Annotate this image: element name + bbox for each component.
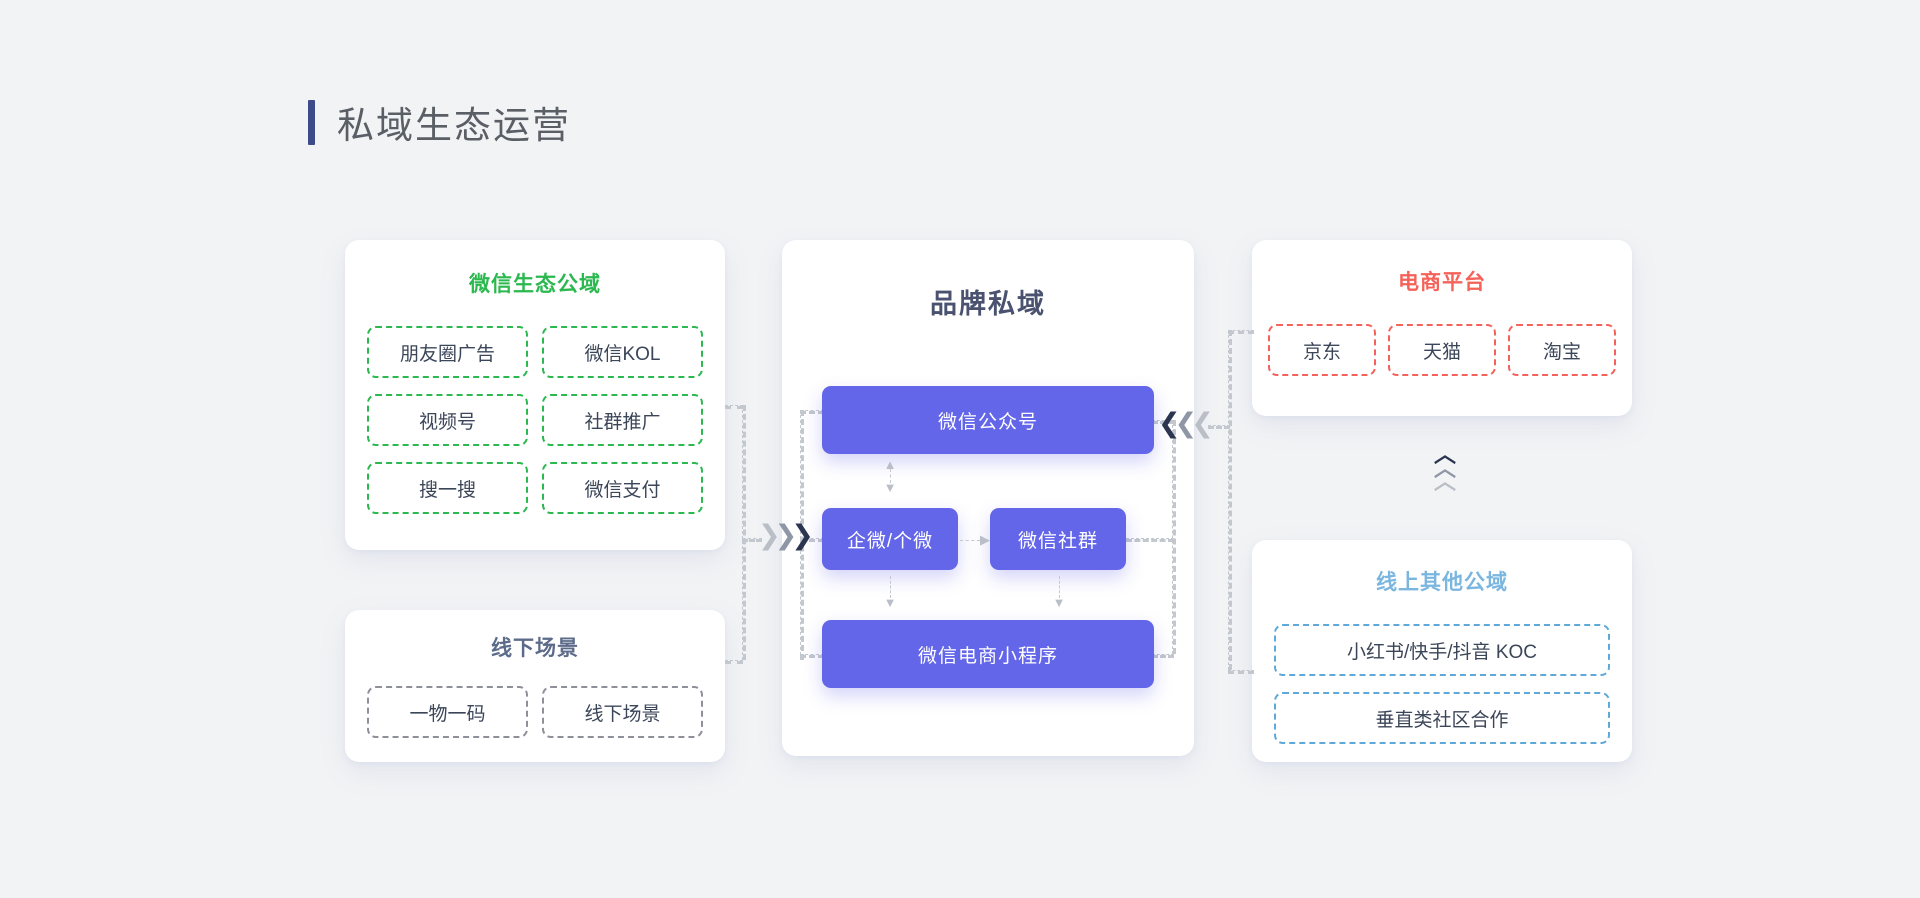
arrow-right-to-center: ❮ ❮ ❮ — [1158, 408, 1214, 438]
card-title-wechat: 微信生态公域 — [469, 273, 601, 296]
tag-wechat-pay[interactable]: 微信支付 — [542, 462, 703, 514]
connector-mp-to-qw: ▲ ▼ — [881, 457, 899, 495]
tag-offline-scene[interactable]: 线下场景 — [542, 686, 703, 738]
ecommerce-tag-grid: 京东 天猫 淘宝 — [1252, 324, 1632, 376]
box-mini-program[interactable]: 微信电商小程序 — [822, 620, 1154, 688]
chevrons-right-icon: ❯ — [791, 520, 813, 550]
left-route-wechat-out — [725, 405, 743, 409]
arrow-right-icon: ▶ — [980, 532, 990, 547]
page-title: 私域生态运营 — [308, 95, 571, 149]
right-route-spine — [1228, 330, 1232, 670]
chevrons-left-icon: ❮ — [1191, 408, 1213, 438]
arrow-down-icon: ▼ — [1052, 595, 1066, 610]
chevrons-right-icon: ❯ — [758, 520, 780, 550]
tag-channels[interactable]: 视频号 — [367, 394, 528, 446]
right-route-to-arrow — [1208, 425, 1230, 429]
offline-tag-grid: 一物一码 线下场景 — [345, 686, 725, 738]
tag-group-promo[interactable]: 社群推广 — [542, 394, 703, 446]
connector-group-to-shop: ▼ — [1050, 576, 1068, 610]
page-title-text: 私域生态运营 — [337, 105, 571, 146]
chevrons-up-icon: ︿ — [1434, 455, 1457, 481]
title-accent-bar — [308, 99, 315, 145]
right-route-online-in — [1228, 670, 1254, 674]
left-route-spine — [742, 405, 746, 660]
tag-vertical-community[interactable]: 垂直类社区合作 — [1274, 692, 1610, 744]
chevrons-right-icon: ❯ — [774, 520, 797, 550]
card-title-online-other: 线上其他公域 — [1376, 571, 1508, 594]
box-enterprise-wechat[interactable]: 企微/个微 — [822, 508, 958, 570]
card-title-ecommerce: 电商平台 — [1398, 271, 1486, 294]
arrow-down-icon: ▼ — [883, 480, 897, 495]
chevrons-up-icon: ︿ — [1434, 442, 1457, 467]
card-title-brand: 品牌私域 — [930, 289, 1046, 319]
tag-jd[interactable]: 京东 — [1268, 324, 1376, 376]
arrow-up-icon: ▲ — [883, 457, 897, 472]
right-route-ecom-in — [1228, 330, 1254, 334]
tag-moments-ad[interactable]: 朋友圈广告 — [367, 326, 528, 378]
tag-taobao[interactable]: 淘宝 — [1508, 324, 1616, 376]
arrow-online-to-ecommerce: ︿ ︿ ︿ — [1434, 442, 1457, 495]
card-title-offline: 线下场景 — [491, 637, 579, 660]
connector-dash — [960, 539, 980, 541]
tag-one-item-one-code[interactable]: 一物一码 — [367, 686, 528, 738]
connector-qw-to-shop: ▼ — [881, 576, 899, 610]
chevrons-left-icon: ❮ — [1158, 408, 1180, 438]
card-online-other-public-domain: 线上其他公域 小红书/快手/抖音 KOC 垂直类社区合作 — [1252, 540, 1632, 762]
tag-tmall[interactable]: 天猫 — [1388, 324, 1496, 376]
connector-qw-to-group: ▶ — [960, 532, 990, 548]
box-official-account[interactable]: 微信公众号 — [822, 386, 1154, 454]
card-wechat-public-domain: 微信生态公域 朋友圈广告 微信KOL 视频号 社群推广 搜一搜 微信支付 — [345, 240, 725, 550]
connector-dash — [889, 576, 891, 598]
tag-wechat-kol[interactable]: 微信KOL — [542, 326, 703, 378]
online-other-tag-list: 小红书/快手/抖音 KOC 垂直类社区合作 — [1252, 624, 1632, 744]
connector-dash — [889, 469, 891, 483]
tag-search[interactable]: 搜一搜 — [367, 462, 528, 514]
wechat-tag-grid: 朋友圈广告 微信KOL 视频号 社群推广 搜一搜 微信支付 — [345, 326, 725, 514]
arrow-down-icon: ▼ — [883, 595, 897, 610]
card-ecommerce-platform: 电商平台 京东 天猫 淘宝 — [1252, 240, 1632, 416]
chevrons-left-icon: ❮ — [1174, 408, 1197, 438]
connector-dash — [1058, 576, 1060, 598]
left-route-offline-out — [725, 660, 743, 664]
arrow-left-to-center: ❯ ❯ ❯ — [758, 520, 814, 550]
box-wechat-group[interactable]: 微信社群 — [990, 508, 1126, 570]
card-offline-scene: 线下场景 一物一码 线下场景 — [345, 610, 725, 762]
chevrons-up-icon: ︿ — [1434, 469, 1457, 495]
tag-xiaohongshu-kuaishou-douyin-koc[interactable]: 小红书/快手/抖音 KOC — [1274, 624, 1610, 676]
